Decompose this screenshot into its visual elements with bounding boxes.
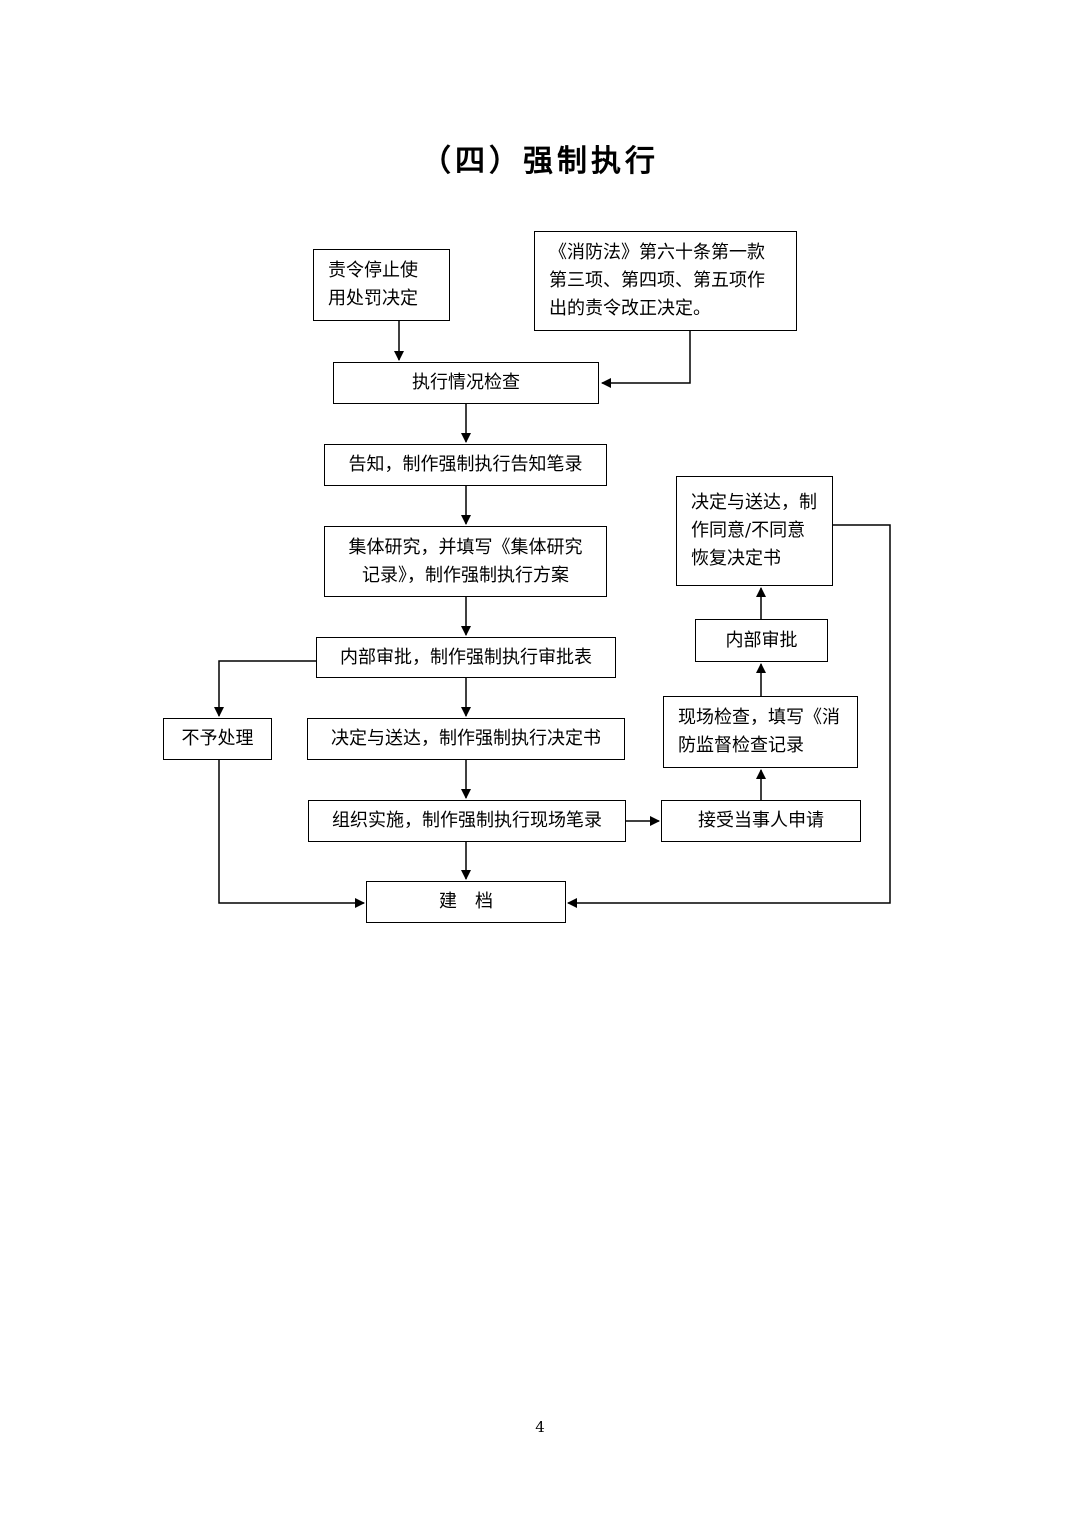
node-no-action: 不予处理 bbox=[163, 718, 272, 760]
arrow-law-to-check bbox=[601, 331, 691, 388]
node-internal-approval: 内部审批，制作强制执行审批表 bbox=[316, 637, 616, 678]
node-order-stop-label: 责令停止使 用处罚决定 bbox=[328, 260, 418, 309]
arrow-no-action-to-archive bbox=[218, 760, 365, 908]
arrow-approval-to-no-action bbox=[214, 660, 316, 717]
node-site-inspection: 现场检查，填写《消 防监督检查记录 bbox=[663, 696, 858, 768]
node-decide-deliver-label: 决定与送达，制作强制执行决定书 bbox=[331, 728, 601, 749]
node-archive-label: 建 档 bbox=[439, 891, 493, 912]
node-archive: 建 档 bbox=[366, 881, 566, 923]
node-decide-restore: 决定与送达，制 作同意/不同意 恢复决定书 bbox=[676, 476, 833, 586]
node-collective-study-label: 集体研究，并填写《集体研究 记录》，制作强制执行方案 bbox=[348, 536, 583, 586]
node-site-inspection-label: 现场检查，填写《消 防监督检查记录 bbox=[678, 707, 840, 756]
page-title: （四）强制执行 bbox=[421, 144, 659, 179]
node-order-stop: 责令停止使 用处罚决定 bbox=[313, 249, 450, 321]
node-accept-application-label: 接受当事人申请 bbox=[698, 810, 824, 831]
node-internal-approval-label: 内部审批，制作强制执行审批表 bbox=[340, 646, 592, 668]
node-implement-label: 组织实施，制作强制执行现场笔录 bbox=[332, 810, 602, 831]
node-check-execution: 执行情况检查 bbox=[333, 362, 599, 404]
node-implement: 组织实施，制作强制执行现场笔录 bbox=[308, 800, 626, 842]
node-decide-deliver: 决定与送达，制作强制执行决定书 bbox=[307, 718, 625, 760]
node-internal-approval-2-label: 内部审批 bbox=[725, 629, 798, 651]
node-fire-law: 《消防法》第六十条第一款 第三项、第四项、第五项作 出的责令改正决定。 bbox=[534, 231, 797, 331]
page-number: 4 bbox=[535, 1418, 545, 1436]
node-check-execution-label: 执行情况检查 bbox=[412, 372, 520, 393]
node-no-action-label: 不予处理 bbox=[181, 728, 254, 749]
node-internal-approval-2: 内部审批 bbox=[695, 619, 828, 662]
node-notify-label: 告知，制作强制执行告知笔录 bbox=[348, 454, 583, 475]
node-collective-study: 集体研究，并填写《集体研究 记录》，制作强制执行方案 bbox=[324, 526, 607, 597]
node-notify: 告知，制作强制执行告知笔录 bbox=[324, 444, 607, 486]
arrow-restore-to-archive bbox=[567, 524, 891, 908]
node-fire-law-label: 《消防法》第六十条第一款 第三项、第四项、第五项作 出的责令改正决定。 bbox=[549, 242, 765, 319]
node-decide-restore-label: 决定与送达，制 作同意/不同意 恢复决定书 bbox=[691, 492, 817, 569]
node-accept-application: 接受当事人申请 bbox=[661, 800, 861, 842]
